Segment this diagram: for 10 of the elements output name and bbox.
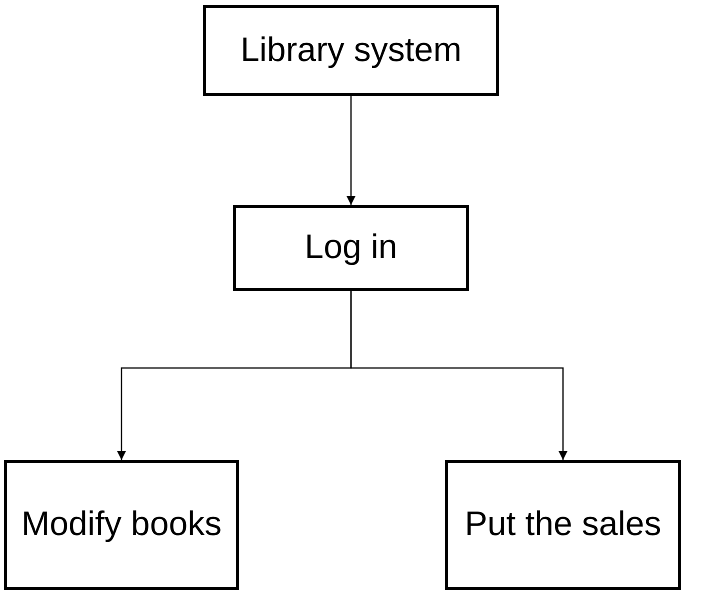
box-label: Library system [239, 30, 463, 71]
arrow [346, 96, 356, 205]
arrow [350, 291, 568, 460]
process-box [233, 205, 469, 291]
process-box [203, 5, 499, 96]
process-box [4, 460, 239, 590]
box-label: Log in [304, 227, 398, 268]
box-label: Put the sales [464, 504, 662, 546]
box-label: Modify books [20, 504, 223, 546]
process-box [445, 460, 681, 590]
